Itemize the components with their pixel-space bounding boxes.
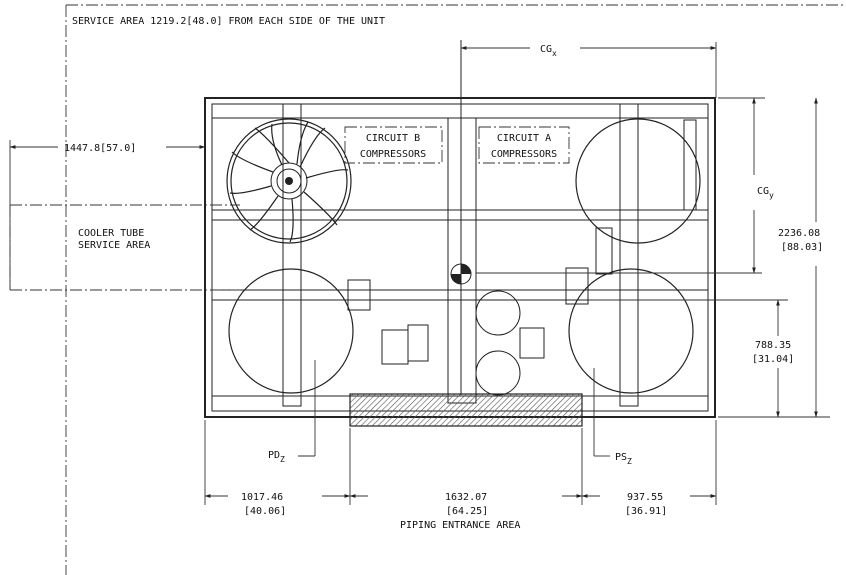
bottom-right-mm: 937.55 <box>627 492 663 503</box>
service-area-note: SERVICE AREA 1219.2[48.0] FROM EACH SIDE… <box>72 16 385 27</box>
psz-label: PSZ <box>615 452 632 466</box>
circuit-a-subtitle: COMPRESSORS <box>491 149 557 160</box>
total-depth-in: [88.03] <box>781 242 823 253</box>
pdz-leader: PDZ <box>268 360 316 464</box>
condenser-fan <box>568 268 694 394</box>
inner-depth-in: [31.04] <box>752 354 794 365</box>
cooler-tube-service-area: COOLER TUBE SERVICE AREA <box>9 204 240 291</box>
cgx-dimension: CGx <box>460 42 717 98</box>
left-clearance-label: 1447.8[57.0] <box>64 143 136 154</box>
condenser-fan <box>575 118 701 244</box>
cooler-tube-line1: COOLER TUBE <box>78 228 144 239</box>
cooler-tube-line2: SERVICE AREA <box>78 240 150 251</box>
compressors <box>347 227 613 396</box>
total-depth-dimension: 2236.08 [88.03] <box>718 97 830 418</box>
piping-entrance-label: PIPING ENTRANCE AREA <box>400 520 520 531</box>
inner-depth-mm: 788.35 <box>755 340 791 351</box>
circuit-a-label: CIRCUIT A COMPRESSORS <box>478 126 570 164</box>
condenser-fan-blade <box>226 118 352 244</box>
unit-frame <box>204 40 716 418</box>
circuit-b-label: CIRCUIT B COMPRESSORS <box>344 126 443 164</box>
circuit-b-title: CIRCUIT B <box>366 133 420 144</box>
total-depth-mm: 2236.08 <box>778 228 820 239</box>
center-of-gravity-symbol <box>450 263 472 285</box>
cgx-label: CGx <box>540 44 557 58</box>
bottom-middle-mm: 1632.07 <box>445 492 487 503</box>
circuit-a-title: CIRCUIT A <box>497 133 551 144</box>
piping-entrance-area <box>349 393 583 427</box>
condenser-fan <box>228 268 354 394</box>
inner-depth-dimension: 788.35 [31.04] <box>588 299 794 418</box>
cgy-label: CGy <box>757 186 774 200</box>
left-clearance-dimension: 1447.8[57.0] <box>9 140 206 290</box>
bottom-left-in: [40.06] <box>244 506 286 517</box>
pdz-label: PDZ <box>268 450 285 464</box>
bottom-left-mm: 1017.46 <box>241 492 283 503</box>
cgy-dimension: CGy <box>476 97 774 274</box>
psz-leader: PSZ <box>593 368 632 466</box>
bottom-dimension-chain: 1017.46 [40.06] 1632.07 [64.25] 937.55 [… <box>204 420 717 531</box>
bottom-right-in: [36.91] <box>625 506 667 517</box>
circuit-b-subtitle: COMPRESSORS <box>360 149 426 160</box>
bottom-middle-in: [64.25] <box>446 506 488 517</box>
